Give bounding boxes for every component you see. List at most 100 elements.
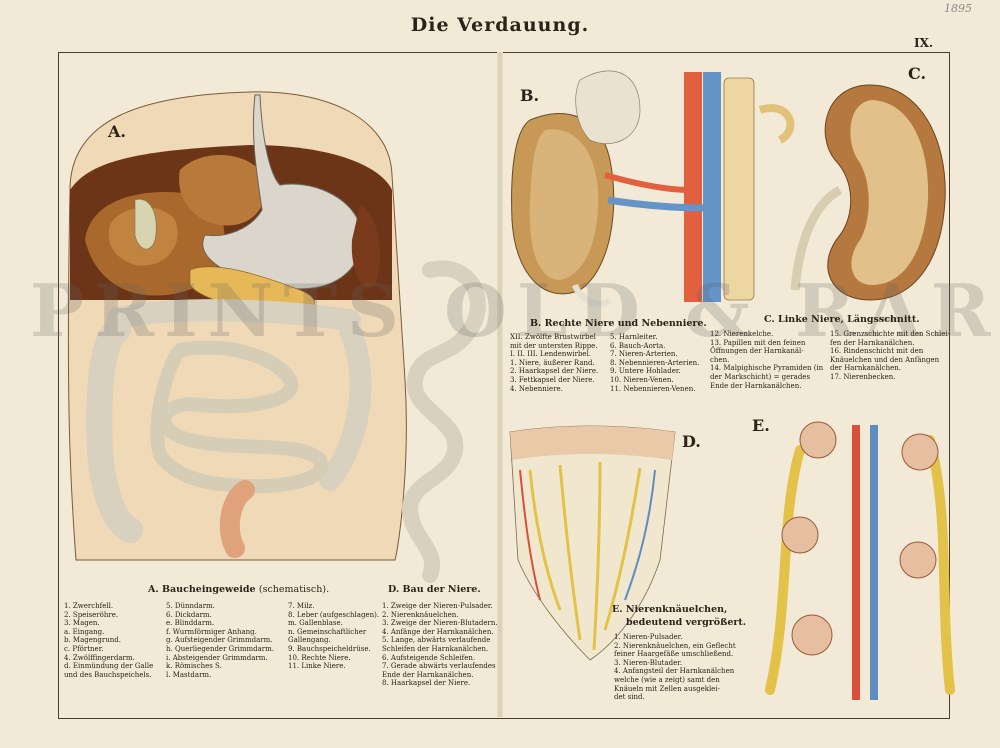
legend-item: 1. Zweige der Nieren-Pulsader.	[382, 602, 493, 610]
figure-a-legend-col1: 1. Zwerchfell. 2. Speiseröhre. 3. Magen.…	[64, 602, 153, 679]
figure-e-letter: E.	[752, 416, 770, 435]
legend-item: 6. Bauch-Aorta.	[610, 341, 666, 350]
figure-a-caption: A. Baucheingeweide (schematisch).	[148, 584, 329, 595]
figure-e-caption-title: Nierenknäuelchen,	[625, 604, 728, 615]
legend-item: 7. Nieren-Arterien.	[610, 350, 678, 359]
legend-item: und des Bauchspeichels.	[64, 670, 152, 679]
legend-item: der Harnkanälchen.	[830, 364, 901, 373]
figure-b-caption-title: Rechte Niere und Nebenniere.	[544, 318, 707, 329]
legend-item: 2. Speiseröhre.	[64, 610, 119, 619]
figure-a-caption-letter: A.	[148, 584, 159, 595]
legend-item: e. Blinddarm.	[166, 619, 215, 628]
legend-item: mit der untersten Rippe.	[510, 341, 598, 350]
legend-item: Ende der Harnkanälchen.	[710, 381, 802, 390]
legend-item: 6. Dickdarm.	[166, 610, 212, 619]
figure-d-legend: 1. Zweige der Nieren-Pulsader. 2. Nieren…	[382, 602, 498, 688]
legend-item: welche (wie a zeigt) samt den	[614, 675, 720, 684]
legend-item: XII. Zwölfte Brustwirbel	[510, 333, 596, 341]
legend-item: 14. Malpighische Pyramiden (in	[710, 364, 824, 373]
legend-item: 2. Nierenknäuelchen, ein Geflecht	[614, 641, 736, 650]
figure-c-caption-letter: C.	[764, 314, 775, 325]
figure-d-letter: D.	[682, 432, 701, 451]
legend-item: 10. Nieren-Venen.	[610, 375, 674, 384]
legend-item: der Markschicht) = gerades	[710, 372, 811, 381]
legend-item: 12. Nierenkelche.	[710, 330, 774, 338]
legend-item: 16. Rindenschicht mit den	[830, 347, 924, 356]
watermark: PRINTS OLD & RARE	[30, 268, 1000, 353]
figure-b-caption: B. Rechte Niere und Nebenniere.	[530, 318, 707, 329]
pencil-note: 1895	[944, 2, 972, 15]
legend-item: 10. Rechte Niere.	[288, 653, 351, 662]
legend-item: 4. Zwölffingerdarm.	[64, 653, 135, 662]
figure-d-caption: D. Bau der Niere.	[388, 584, 481, 595]
legend-item: 7. Gerade abwärts verlaufendes	[382, 662, 496, 671]
plate-title: Die Verdauung.	[410, 14, 590, 36]
figure-b-legend-col2: 5. Harnleiter. 6. Bauch-Aorta. 7. Nieren…	[610, 333, 699, 393]
legend-item: fen der Harnkanälchen.	[830, 338, 915, 347]
legend-item: 11. Nebennieren-Venen.	[610, 384, 696, 393]
figure-a-letter: A.	[108, 122, 126, 141]
legend-item: 3. Magen.	[64, 619, 100, 628]
legend-item: I. II. III. Lendenwirbel.	[510, 350, 592, 359]
figure-b-caption-letter: B.	[530, 318, 542, 329]
legend-item: 5. Lange, abwärts verlaufende	[382, 636, 491, 645]
figure-e-caption: E. Nierenknäuelchen,	[612, 604, 727, 615]
legend-item: n. Gemeinschaftlicher	[288, 627, 367, 636]
legend-item: 3. Zweige der Nieren-Blutadern.	[382, 619, 498, 628]
legend-item: Schleifen der Harnkanälchen.	[382, 644, 489, 653]
legend-item: 17. Nierenbecken.	[830, 372, 896, 381]
plate-number: IX.	[914, 36, 934, 50]
figure-b-letter: B.	[520, 86, 540, 105]
legend-item: 15. Grenzschichte mit den Schlei-	[830, 330, 950, 338]
legend-item: Knäueln mit Zellen ausgeklei-	[614, 684, 720, 693]
legend-item: b. Magengrund.	[64, 636, 121, 645]
legend-item: 13. Papillen mit den feinen	[710, 338, 806, 347]
figure-e-legend: 1. Nieren-Pulsader. 2. Nierenknäuelchen,…	[614, 633, 736, 702]
legend-item: Öffnungen der Harnkanäl-	[710, 347, 804, 356]
legend-item: a. Eingang.	[64, 627, 105, 636]
legend-item: h. Querliegender Grimmdarm.	[166, 644, 274, 653]
legend-item: chen.	[710, 355, 730, 364]
figure-a-caption-title: Baucheingeweide	[162, 584, 256, 595]
legend-item: Knäuelchen und den Anfängen	[830, 355, 940, 364]
legend-item: 1. Niere, äußerer Rand.	[510, 358, 595, 367]
legend-item: 8. Leber (aufgeschlagen).	[288, 610, 380, 619]
legend-item: 5. Dünndarm.	[166, 602, 215, 610]
figure-b-legend-col1: XII. Zwölfte Brustwirbel mit der unterst…	[510, 333, 598, 393]
figure-c-caption: C. Linke Niere, Längsschnitt.	[764, 314, 920, 325]
figure-c-legend-col1: 12. Nierenkelche. 13. Papillen mit den f…	[710, 330, 823, 390]
legend-item: 5. Harnleiter.	[610, 333, 658, 341]
legend-item: 11. Linke Niere.	[288, 662, 346, 671]
legend-item: d. Einmündung der Galle	[64, 662, 154, 671]
legend-item: 4. Anfangsteil der Harnkanälchen	[614, 667, 735, 676]
legend-item: 3. Nieren-Blutader.	[614, 658, 683, 667]
legend-item: Gallengang.	[288, 636, 331, 645]
legend-item: 2. Haarkapsel der Niere.	[510, 367, 599, 376]
center-fold	[497, 52, 503, 717]
figure-c-letter: C.	[908, 64, 927, 83]
legend-item: 4. Nebenniere.	[510, 384, 563, 393]
legend-item: feiner Haargefäße umschließend.	[614, 650, 734, 659]
legend-item: l. Mastdarm.	[166, 670, 212, 679]
legend-item: 8. Nebennieren-Arterien.	[610, 358, 700, 367]
figure-d-caption-letter: D.	[388, 584, 400, 595]
legend-item: 1. Zwerchfell.	[64, 602, 114, 610]
legend-item: f. Wurmförmiger Anhang.	[166, 627, 257, 636]
legend-item: 7. Milz.	[288, 602, 315, 610]
legend-item: 8. Haarkapsel der Niere.	[382, 679, 471, 688]
legend-item: 6. Aufsteigende Schleifen.	[382, 653, 476, 662]
figure-a-caption-note: (schematisch).	[258, 584, 330, 595]
legend-item: k. Römisches S.	[166, 662, 222, 671]
figure-e-caption-line2: bedeutend vergrößert.	[626, 617, 747, 628]
legend-item: 9. Untere Hohlader.	[610, 367, 681, 376]
legend-item: 2. Nierenknäuelchen.	[382, 610, 459, 619]
legend-item: g. Aufsteigender Grimmdarm.	[166, 636, 273, 645]
figure-a-legend-col2: 5. Dünndarm. 6. Dickdarm. e. Blinddarm. …	[166, 602, 274, 679]
figure-d-caption-title: Bau der Niere.	[402, 584, 481, 595]
plate-frame	[58, 52, 950, 719]
